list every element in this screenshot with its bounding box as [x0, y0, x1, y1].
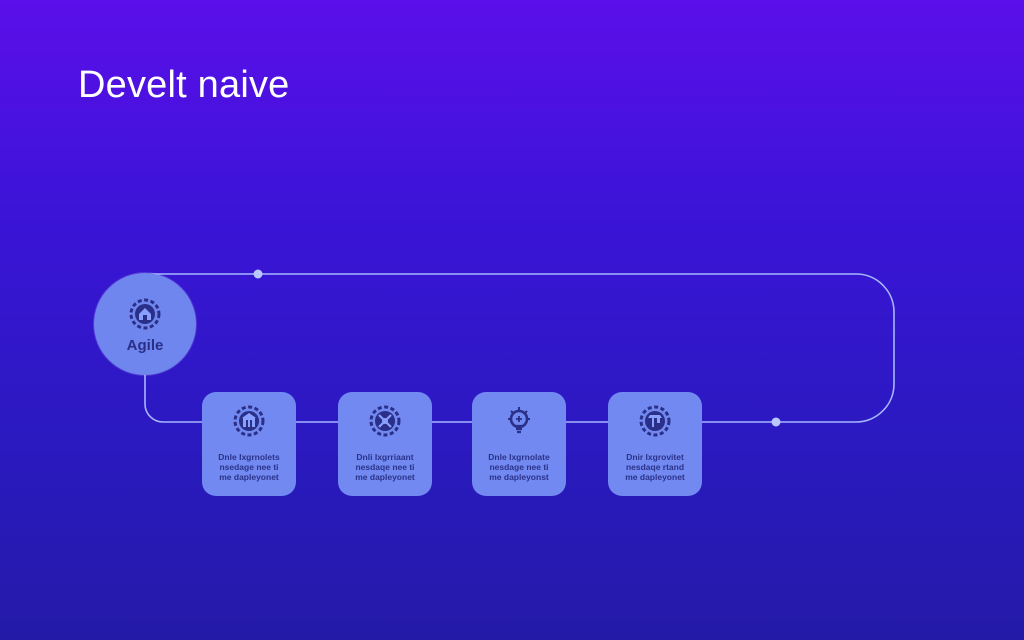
step-desc-3: Dnle Ixgrnolate nesdage nee ti me dapley… [488, 452, 550, 482]
step-card-1: Dnle Ixgrnolets nsedage nee ti me dapley… [202, 392, 296, 496]
building-gear-icon [233, 405, 265, 437]
crane-gear-icon [639, 405, 671, 437]
step-desc-4: Dnir Ixgrovitet nesdaqe rtand me dapleyo… [625, 452, 685, 482]
step-card-3: Dnle Ixgrnolate nesdage nee ti me dapley… [472, 392, 566, 496]
step-desc-1: Dnle Ixgrnolets nsedage nee ti me dapley… [218, 452, 280, 482]
tools-gear-icon [369, 405, 401, 437]
page-title: Develt naive [78, 64, 290, 106]
loop-line [150, 273, 895, 423]
step-card-4: Dnir Ixgrovitet nesdaqe rtand me dapleyo… [608, 392, 702, 496]
step-desc-2: Dnli Ixgrriaant nesdaqe nee ti me dapley… [355, 452, 415, 482]
start-node-agile: Agile [94, 273, 196, 375]
step-card-2: Dnli Ixgrriaant nesdaqe nee ti me dapley… [338, 392, 432, 496]
connector-dot-top [253, 269, 263, 279]
left-drop-line [144, 375, 204, 423]
start-node-label: Agile [126, 336, 164, 354]
connector-dot-end [771, 417, 781, 427]
lightbulb-tools-icon [508, 407, 530, 434]
house-gear-icon [129, 298, 161, 329]
